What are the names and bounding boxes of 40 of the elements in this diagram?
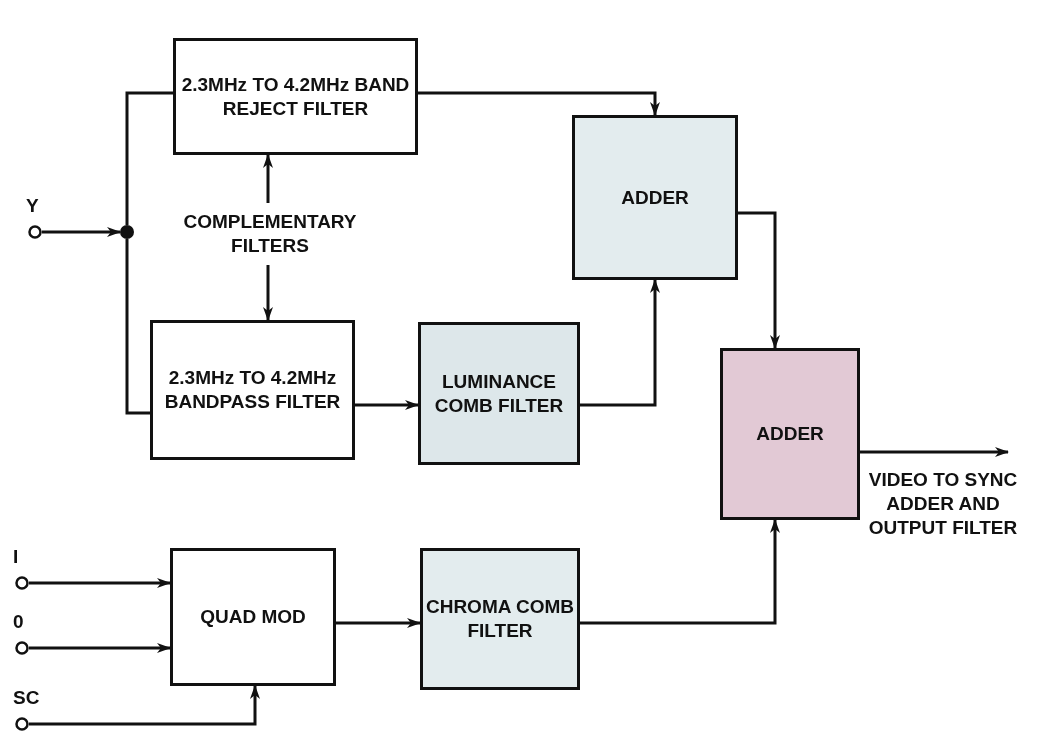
block-label: 2.3MHz TO 4.2MHz BANDPASS FILTER xyxy=(163,366,342,414)
terminal-label: Y xyxy=(26,195,39,217)
block-box xyxy=(572,115,738,280)
terminal-circle xyxy=(15,576,29,590)
block-label: ADDER xyxy=(756,422,824,446)
block-box xyxy=(720,348,860,520)
arrow xyxy=(418,91,660,116)
arrow xyxy=(336,618,421,628)
block-label: LUMINANCE COMB FILTER xyxy=(433,369,565,418)
terminal-label: SC xyxy=(13,687,40,709)
block-label: QUAD MOD xyxy=(200,605,306,629)
arrow xyxy=(580,279,660,407)
block-box xyxy=(150,320,355,460)
arrow xyxy=(860,447,1009,457)
block-label: CHROMA COMB FILTER xyxy=(424,595,576,643)
arrow xyxy=(355,400,419,410)
arrow xyxy=(29,578,171,588)
arrow xyxy=(42,227,121,237)
arrow xyxy=(29,643,171,653)
connector-line xyxy=(125,91,173,225)
block-label: 2.3MHz TO 4.2MHz BAND REJECT FILTER xyxy=(180,72,411,121)
junction-dot xyxy=(120,225,134,239)
block-box xyxy=(418,322,580,465)
arrow xyxy=(263,154,273,203)
terminal-label: 0 xyxy=(13,611,24,633)
block-box xyxy=(420,548,580,690)
arrow xyxy=(738,211,780,349)
block-box xyxy=(173,38,418,155)
arrow xyxy=(580,519,780,625)
annotation-text: COMPLEMENTARY FILTERS xyxy=(160,203,380,265)
terminal-circle xyxy=(15,717,29,731)
arrow xyxy=(263,265,273,321)
output-label: VIDEO TO SYNC ADDER AND OUTPUT FILTER xyxy=(867,468,1019,540)
connector-line xyxy=(125,239,150,415)
arrow xyxy=(29,685,260,726)
terminal-circle xyxy=(28,225,42,239)
terminal-label: I xyxy=(13,546,19,568)
terminal-circle xyxy=(15,641,29,655)
block-box xyxy=(170,548,336,686)
block-label: ADDER xyxy=(621,185,689,210)
